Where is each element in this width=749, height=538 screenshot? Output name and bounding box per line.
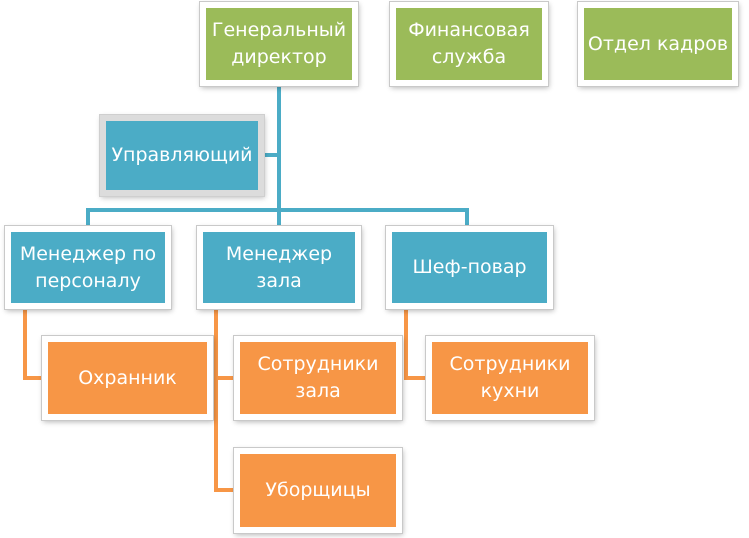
node-finance[interactable]: Финансовая служба <box>390 2 548 86</box>
node-kitchen-staff[interactable]: Сотрудники кухни <box>426 336 594 420</box>
node-hall-manager[interactable]: Менеджер зала <box>197 226 361 309</box>
node-guard[interactable]: Охранник <box>42 336 213 420</box>
node-chef[interactable]: Шеф-повар <box>386 226 553 309</box>
node-manager[interactable]: Управляющий <box>100 115 264 196</box>
node-hr-dept[interactable]: Отдел кадров <box>578 2 738 86</box>
node-general-director[interactable]: Генеральный директор <box>200 2 358 86</box>
node-cleaners[interactable]: Уборщицы <box>234 448 402 533</box>
node-hall-staff[interactable]: Сотрудники зала <box>234 336 402 420</box>
node-hr-manager[interactable]: Менеджер по персоналу <box>5 226 171 309</box>
